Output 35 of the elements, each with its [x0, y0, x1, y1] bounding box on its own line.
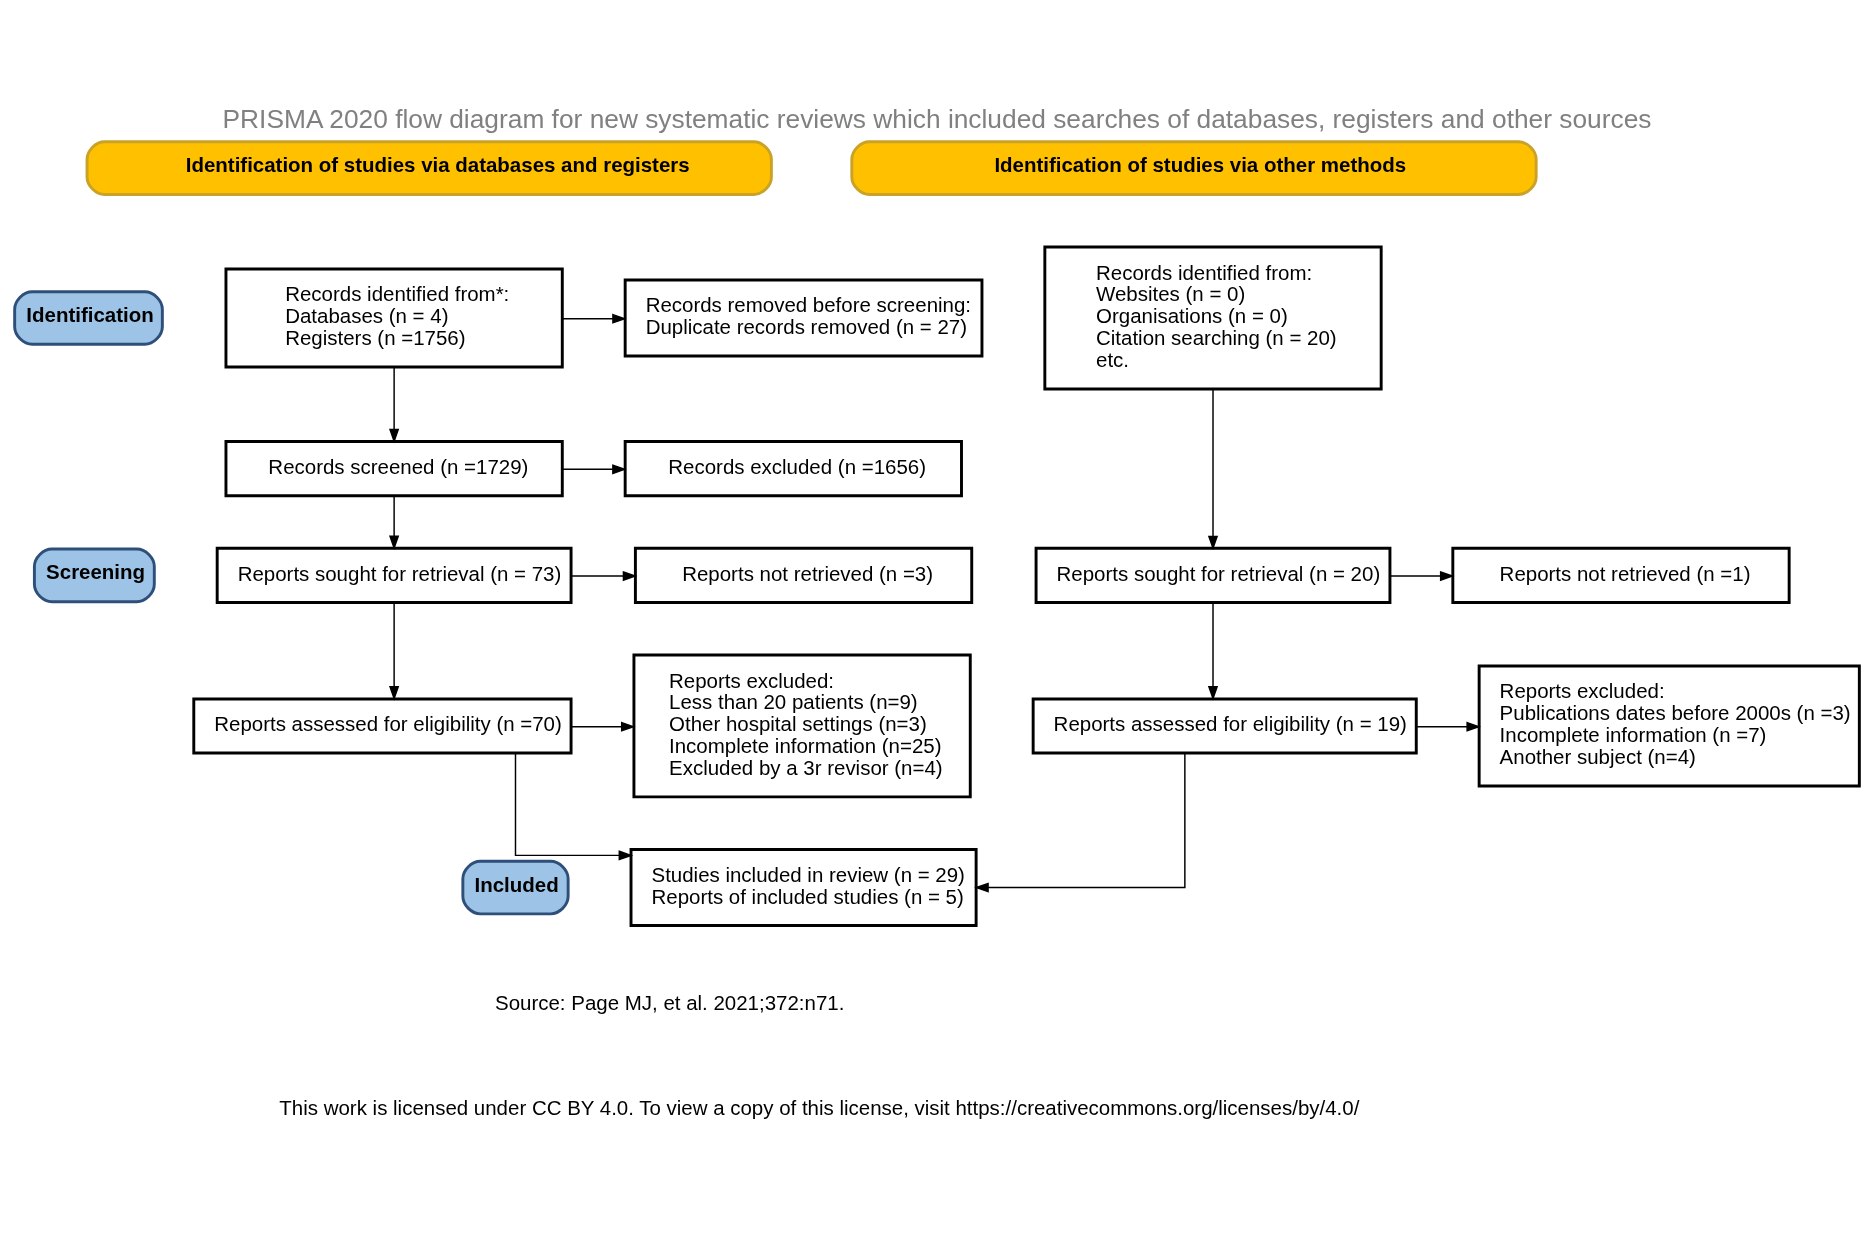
- node-box: Reports assessed for eligibility (n = 19): [1031, 697, 1418, 755]
- node-box: Identification of studies via databases and registers: [85, 140, 773, 196]
- label: Source: Page MJ, et al. 2021;372:n71.: [495, 990, 845, 1014]
- node-box: Included: [461, 859, 570, 916]
- arrow: [570, 570, 638, 582]
- node-box: Reports assessed for eligibility (n =70): [192, 697, 573, 755]
- node-box: Studies included in review (n = 29) Reports of included studies (n = 5): [629, 848, 978, 928]
- node-box: Records removed before screening: Duplicate records removed (n = 27): [623, 278, 984, 358]
- node-box: Records identified from*: Databases (n = 4) Registers (n =1756): [224, 267, 564, 369]
- node-box: Reports not retrieved (n =3): [633, 546, 974, 604]
- node-box: Identification of studies via other methods: [850, 140, 1538, 196]
- arrow: [561, 313, 627, 324]
- arrow: [562, 464, 627, 475]
- arrow: [1415, 721, 1482, 732]
- node-box: Reports excluded: Less than 20 patients (n=9) Other hospital settings (n=3) Incomplete information (n=25) Excluded by a 3r revisor (n=4): [632, 653, 972, 799]
- diagram-title: PRISMA 2020 flow diagram for new systematic reviews which included searches of databases, registers and other sources: [222, 103, 1652, 134]
- arrow: [389, 495, 400, 551]
- arrow: [1207, 602, 1219, 701]
- node-box: Identification: [13, 290, 164, 346]
- arrow: [1389, 570, 1455, 582]
- node-box: Records identified from: Websites (n = 0) Organisations (n = 0) Citation searching (n = 20) etc.: [1043, 245, 1383, 391]
- arrow: [389, 602, 400, 701]
- node-box: Records excluded (n =1656): [623, 440, 963, 498]
- node-box: Reports not retrieved (n =1): [1451, 546, 1791, 604]
- node-box: Reports sought for retrieval (n = 20): [1034, 546, 1392, 604]
- arrow: [389, 366, 400, 444]
- label: This work is licensed under CC BY 4.0. To view a copy of this license, visit https://creativecommons.org/licenses/by/4.0/: [279, 1096, 1360, 1120]
- arrow: [570, 721, 636, 732]
- arrow: [974, 752, 1186, 893]
- node-box: Screening: [32, 547, 156, 604]
- node-box: Reports excluded: Publications dates before 2000s (n =3) Incomplete information (n =7) Another subject (n=4): [1477, 664, 1861, 788]
- arrow: [514, 752, 634, 861]
- arrow: [1207, 388, 1219, 551]
- node-box: Records screened (n =1729): [224, 440, 564, 498]
- node-box: Reports sought for retrieval (n = 73): [215, 546, 573, 604]
